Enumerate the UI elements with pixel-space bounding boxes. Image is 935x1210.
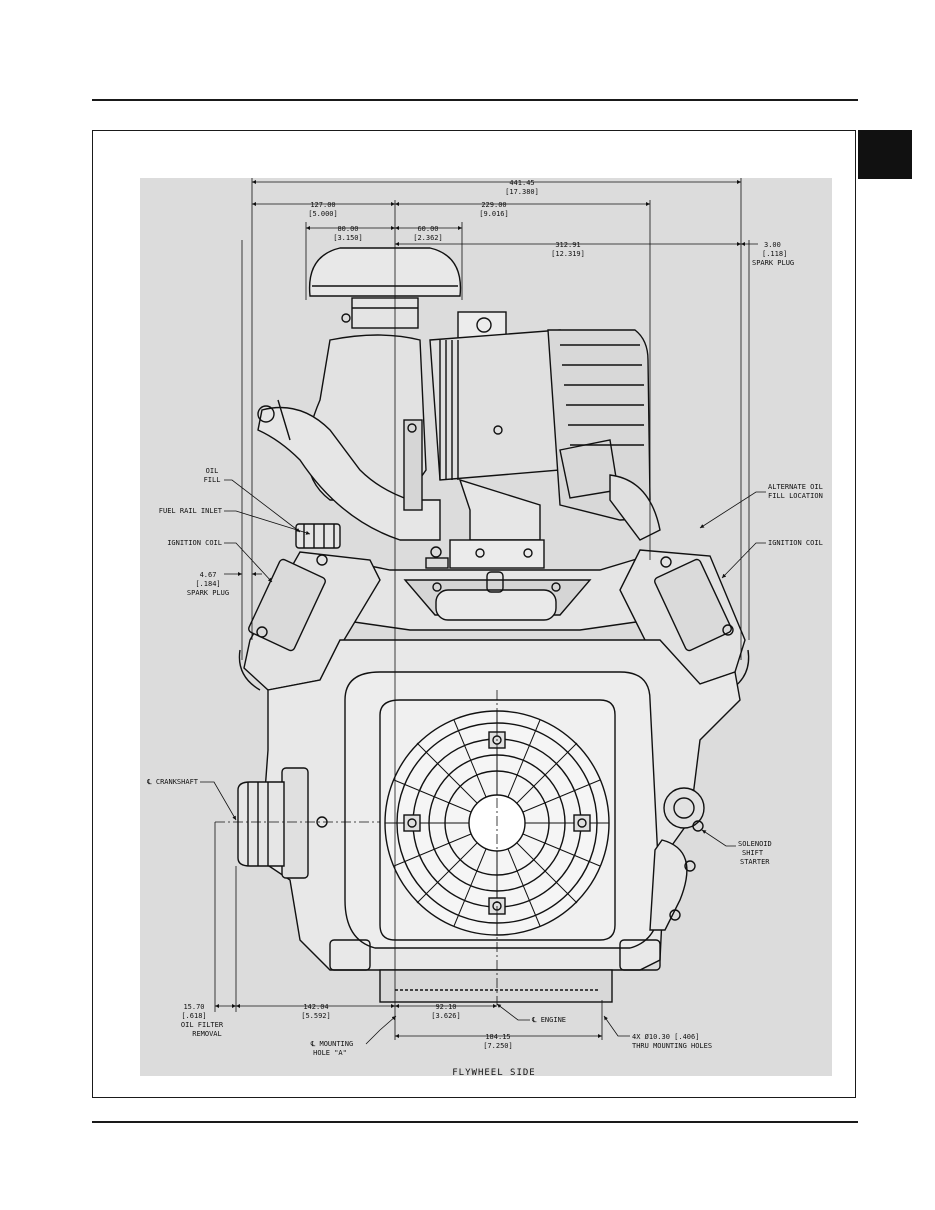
dimension-lines: [215, 180, 758, 1038]
dim-487-label: SPARK PLUG: [187, 589, 229, 597]
callout-oil-fill-1: OIL: [206, 467, 219, 475]
figure-frame: [92, 130, 856, 1098]
dim-184-in: [7.250]: [483, 1042, 513, 1050]
callout-fuel-rail-inlet: FUEL RAIL INLET: [159, 507, 223, 515]
throttle-body: [425, 478, 545, 569]
air-cleaner-cap: [308, 247, 462, 329]
dim-127: 127.00: [310, 201, 335, 209]
dim-312: 312.91: [555, 241, 580, 249]
engine-illustration: [237, 247, 750, 1003]
dim-487-in: [.184]: [195, 580, 220, 588]
air-cleaner-body: [429, 311, 661, 541]
callout-mounting-hole-1: ℄ MOUNTING: [310, 1040, 353, 1048]
dim-overall-width: 441.45: [509, 179, 534, 187]
dim-1570-label-1: OIL FILTER: [181, 1021, 224, 1029]
callout-labels: OIL FILL FUEL RAIL INLET IGNITION COIL A…: [146, 467, 823, 1057]
callout-solenoid-2: SHIFT: [742, 849, 764, 857]
dim-184: 184.15: [485, 1033, 510, 1041]
dim-92-in: [3.626]: [431, 1012, 461, 1020]
mounting-base: [329, 939, 661, 1003]
dim-142-in: [5.592]: [301, 1012, 331, 1020]
oil-filter: [237, 767, 328, 879]
dim-92: 92.10: [435, 1003, 456, 1011]
dim-3-in: [.118]: [762, 250, 787, 258]
extension-lines: [214, 178, 750, 1040]
callout-crankshaft: ℄ CRANKSHAFT: [146, 778, 199, 786]
dim-overall-width-in: [17.380]: [505, 188, 539, 196]
callout-alternate-oil-1: ALTERNATE OIL: [768, 483, 823, 491]
intake-tube: [257, 334, 441, 541]
oil-fill-cap: [295, 523, 341, 549]
section-tab: [858, 130, 912, 179]
dim-127-in: [5.000]: [308, 210, 338, 218]
dimension-labels: 441.45 [17.380] 127.00 [5.000] 229.00 [9…: [181, 179, 794, 1050]
dim-80: 80.00: [337, 225, 358, 233]
dim-3-label: SPARK PLUG: [752, 259, 794, 267]
callout-oil-fill-2: FILL: [204, 476, 221, 484]
dim-487: 4.67: [200, 571, 217, 579]
dim-60: 60.00: [417, 225, 438, 233]
callout-engine-centerline: ℄ ENGINE: [531, 1016, 566, 1024]
callout-ignition-coil-left: IGNITION COIL: [167, 539, 222, 547]
solenoid-starter: [649, 787, 705, 931]
callout-mounting-hole-2: HOLE "A": [313, 1049, 347, 1057]
callout-ignition-coil-right: IGNITION COIL: [768, 539, 823, 547]
left-cylinder-head: [238, 551, 381, 691]
callout-solenoid-3: STARTER: [740, 858, 770, 866]
dim-3: 3.00: [764, 241, 781, 249]
leader-lines: [200, 479, 766, 1045]
drawing-caption: FLYWHEEL SIDE: [452, 1068, 535, 1078]
callout-solenoid-1: SOLENOID: [738, 840, 772, 848]
dim-60-in: [2.362]: [413, 234, 443, 242]
footer-rule: [92, 1121, 858, 1123]
cylinder-v-block: [339, 554, 651, 631]
dim-1570-in: [.618]: [181, 1012, 206, 1020]
dim-312-in: [12.319]: [551, 250, 585, 258]
dim-1570: 15.70: [183, 1003, 204, 1011]
header-rule: [92, 99, 858, 101]
callout-thru-holes-1: 4X Ø10.30 [.406]: [632, 1033, 699, 1041]
callout-alternate-oil-2: FILL LOCATION: [768, 492, 823, 500]
dim-1570-label-2: REMOVAL: [192, 1030, 222, 1038]
dim-80-in: [3.150]: [333, 234, 363, 242]
callout-thru-holes-2: THRU MOUNTING HOLES: [632, 1042, 712, 1050]
dim-229-in: [9.016]: [479, 210, 509, 218]
dim-229: 229.00: [481, 201, 506, 209]
dim-142: 142.04: [303, 1003, 328, 1011]
